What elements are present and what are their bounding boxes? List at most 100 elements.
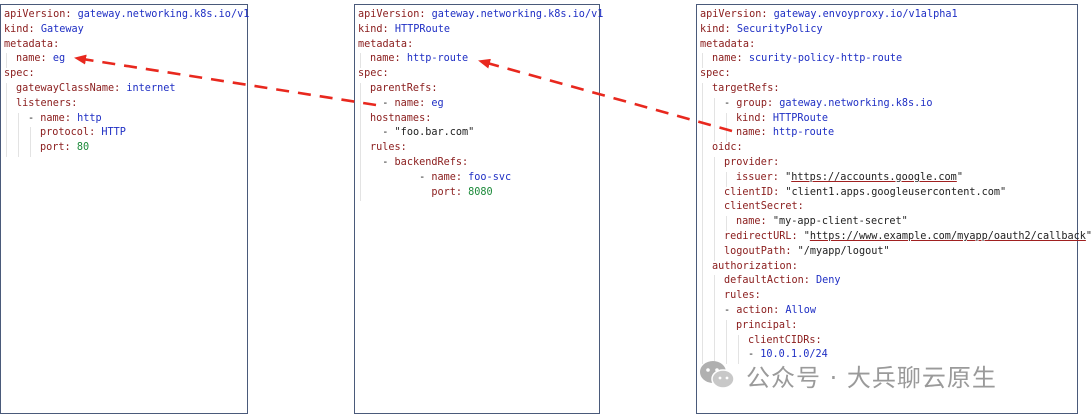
yaml-value: scurity-policy-http-route <box>748 53 903 65</box>
watermark-text: 公众号 · 大兵聊云原生 <box>746 363 997 392</box>
yaml-key: principal: <box>736 319 798 331</box>
yaml-line: apiVersion: gateway.envoyproxy.io/v1alph… <box>700 8 958 23</box>
yaml-key: hostnames: <box>370 112 432 124</box>
yaml-value: 10.0.1.0/24 <box>760 349 828 361</box>
yaml-line: port: 80 <box>40 141 89 156</box>
yaml-key: protocol: <box>40 127 102 139</box>
yaml-value: http-route <box>772 127 835 139</box>
yaml-value: " <box>785 171 792 183</box>
yaml-key: redirectURL: <box>724 231 804 242</box>
yaml-line: spec: <box>700 67 731 82</box>
yaml-line: metadata: <box>700 38 755 53</box>
yaml-line: - "foo.bar.com" <box>370 126 474 141</box>
yaml-key: listeners: <box>16 97 78 109</box>
yaml-line: kind: HTTPRoute <box>736 112 828 127</box>
yaml-line: metadata: <box>358 38 413 53</box>
yaml-key: metadata: <box>358 38 414 50</box>
indent-guide <box>360 53 361 69</box>
yaml-value: 8080 <box>468 186 493 198</box>
yaml-key: name: <box>394 97 432 109</box>
yaml-key: metadata: <box>4 38 60 50</box>
yaml-key: oidc: <box>712 142 743 154</box>
yaml-line: name: http-route <box>736 126 834 141</box>
yaml-key: authorization: <box>712 260 798 272</box>
yaml-line: name: http-route <box>370 52 468 67</box>
securitypolicy-yaml-panel: apiVersion: gateway.envoyproxy.io/v1alph… <box>696 4 1092 414</box>
yaml-value: http <box>77 112 102 124</box>
yaml-line: clientSecret: <box>724 200 804 215</box>
yaml-line: defaultAction: Deny <box>724 274 841 289</box>
yaml-value: - <box>748 349 761 361</box>
yaml-line: clientID: "client1.apps.googleuserconten… <box>724 186 1006 201</box>
yaml-line: gatewayClassName: internet <box>16 82 175 97</box>
yaml-line: logoutPath: "/myapp/logout" <box>724 245 890 260</box>
yaml-value: "client1.apps.googleusercontent.com" <box>785 186 1007 198</box>
yaml-value: - <box>370 157 395 168</box>
yaml-value: https://accounts.google.com <box>791 171 957 183</box>
yaml-key: defaultAction: <box>724 275 817 287</box>
yaml-key: targetRefs: <box>712 83 780 94</box>
yaml-line: - 10.0.1.0/24 <box>748 348 828 363</box>
wechat-icon <box>700 361 735 389</box>
yaml-value: SecurityPolicy <box>736 23 823 35</box>
yaml-key: issuer: <box>736 171 786 183</box>
indent-guide <box>726 112 727 143</box>
yaml-value: foo-svc <box>468 171 512 183</box>
yaml-value: - <box>370 97 395 109</box>
yaml-line: - name: eg <box>370 97 444 112</box>
yaml-line: spec: <box>4 67 35 82</box>
indent-guide <box>6 83 7 157</box>
yaml-key: apiVersion: <box>700 9 774 20</box>
indent-guide <box>702 83 703 365</box>
httproute-yaml-panel: apiVersion: gateway.networking.k8s.io/v1… <box>354 4 603 414</box>
yaml-value: eg <box>431 97 444 109</box>
yaml-key: parentRefs: <box>370 83 438 94</box>
yaml-key: rules: <box>724 290 761 302</box>
yaml-value: "my-app-client-secret" <box>772 216 908 228</box>
yaml-key: kind: <box>4 23 41 35</box>
yaml-key: apiVersion: <box>4 9 78 20</box>
yaml-key: action: <box>736 305 786 316</box>
indent-guide <box>18 112 19 157</box>
yaml-key: name: <box>16 53 53 65</box>
indent-guide <box>726 216 727 231</box>
yaml-line: targetRefs: <box>712 82 779 97</box>
yaml-value: internet <box>126 83 176 94</box>
yaml-value: " <box>1085 231 1092 242</box>
yaml-key: backendRefs: <box>394 157 469 168</box>
yaml-line: name: "my-app-client-secret" <box>736 215 908 230</box>
yaml-line: hostnames: <box>370 112 431 127</box>
yaml-key: name: <box>40 112 78 124</box>
yaml-value: - <box>28 112 41 124</box>
yaml-value: gateway.networking.k8s.io <box>779 97 933 109</box>
yaml-key: name: <box>431 171 469 183</box>
yaml-key: name: <box>736 216 773 228</box>
yaml-line: kind: Gateway <box>4 23 84 38</box>
yaml-value: Allow <box>785 305 817 316</box>
yaml-key: clientCIDRs: <box>748 334 822 346</box>
yaml-key: kind: <box>358 23 395 35</box>
yaml-value: - <box>370 171 432 183</box>
yaml-line: clientCIDRs: <box>748 334 822 349</box>
yaml-value: HTTPRoute <box>394 23 451 35</box>
yaml-line: spec: <box>358 67 389 82</box>
yaml-value: https://www.example.com/myapp/oauth2/cal… <box>809 231 1086 242</box>
yaml-value: http-route <box>406 53 469 65</box>
gateway-yaml-panel: apiVersion: gateway.networking.k8s.io/v1… <box>0 4 250 414</box>
indent-guide <box>6 53 7 69</box>
yaml-value: gateway.envoyproxy.io/v1alpha1 <box>773 9 958 20</box>
yaml-line: kind: HTTPRoute <box>358 23 450 38</box>
yaml-value: "/myapp/logout" <box>797 245 890 257</box>
yaml-line: - group: gateway.networking.k8s.io <box>724 97 933 112</box>
indent-guide <box>360 83 361 202</box>
indent-guide <box>714 97 715 143</box>
yaml-key: gatewayClassName: <box>16 83 127 94</box>
yaml-line: rules: <box>370 141 407 156</box>
indent-guide <box>738 334 739 365</box>
yaml-line: oidc: <box>712 141 743 156</box>
yaml-line: name: scurity-policy-http-route <box>712 52 902 67</box>
yaml-value: gateway.networking.k8s.io/v1 <box>77 9 250 20</box>
yaml-line: apiVersion: gateway.networking.k8s.io/v1 <box>358 8 603 23</box>
indent-guide <box>714 275 715 365</box>
yaml-value: - <box>724 97 737 109</box>
